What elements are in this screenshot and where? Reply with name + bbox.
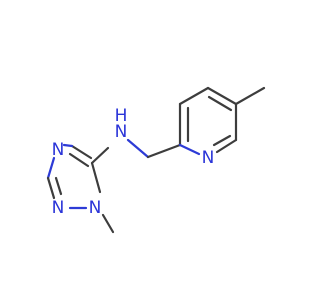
molecule-structure: N N H N N N bbox=[46, 86, 266, 234]
triazole-n1-label: N bbox=[89, 198, 102, 218]
triazole-n4-label: N bbox=[52, 140, 65, 160]
methylene-linker bbox=[126, 138, 182, 159]
triazole-n2-label: N bbox=[52, 198, 65, 218]
atom-labels: N N H N N N bbox=[52, 106, 215, 218]
pyridine-ring bbox=[178, 86, 266, 156]
triazole-ring bbox=[46, 143, 115, 234]
amine-h-label: H bbox=[115, 106, 128, 126]
pyridine-n-label: N bbox=[202, 148, 215, 168]
amine-n-label: N bbox=[115, 122, 128, 142]
